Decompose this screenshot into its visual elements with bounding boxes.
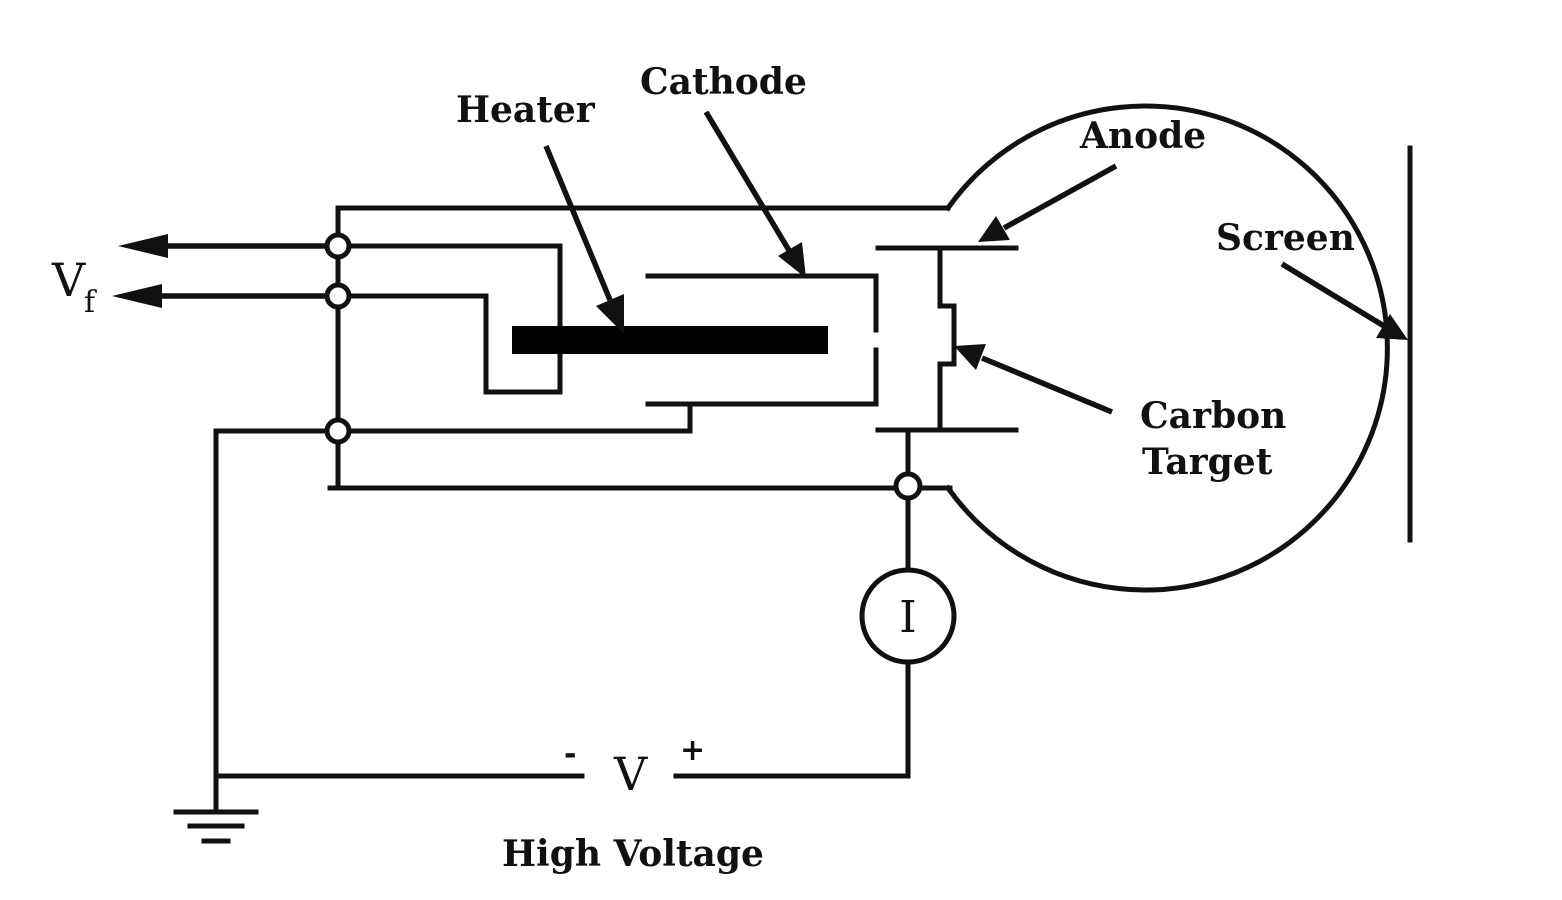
heater-pointer-arrow bbox=[543, 144, 624, 334]
carbon-target-pointer-arrow bbox=[954, 344, 1114, 415]
anode-pointer-arrow bbox=[978, 163, 1118, 242]
high-voltage-label: High Voltage bbox=[502, 833, 764, 875]
anode-label: Anode bbox=[1079, 115, 1206, 157]
heater-label: Heater bbox=[456, 89, 596, 131]
voltage-label: V bbox=[613, 747, 648, 801]
current-meter-branch bbox=[673, 495, 957, 779]
vf-terminal-top bbox=[324, 232, 352, 260]
heater-element bbox=[512, 326, 828, 354]
ground-return-wire bbox=[213, 428, 585, 779]
cathode-cylinder bbox=[335, 273, 879, 434]
screen-label: Screen bbox=[1216, 217, 1355, 259]
vf-terminal-bottom bbox=[324, 282, 352, 310]
vf-label-subscript: f bbox=[84, 285, 97, 320]
ground-terminal bbox=[324, 417, 352, 445]
vf-label: V bbox=[51, 253, 86, 307]
anode-terminal bbox=[893, 471, 923, 501]
carbon-target-label-line2: Target bbox=[1142, 441, 1273, 483]
tube-envelope bbox=[335, 103, 1390, 593]
anode-assembly bbox=[875, 245, 1019, 491]
current-meter-label: I bbox=[899, 592, 916, 643]
voltage-minus-sign: - bbox=[564, 737, 576, 772]
cathode-pointer-arrow bbox=[703, 110, 806, 278]
carbon-target-label-line1: Carbon bbox=[1140, 395, 1286, 437]
ground-icon bbox=[173, 773, 259, 844]
voltage-plus-sign: + bbox=[680, 733, 705, 768]
vf-output-arrows bbox=[112, 234, 327, 308]
screen-pointer-arrow bbox=[1280, 261, 1408, 340]
heater-leads bbox=[335, 243, 563, 395]
cathode-label: Cathode bbox=[640, 61, 807, 103]
